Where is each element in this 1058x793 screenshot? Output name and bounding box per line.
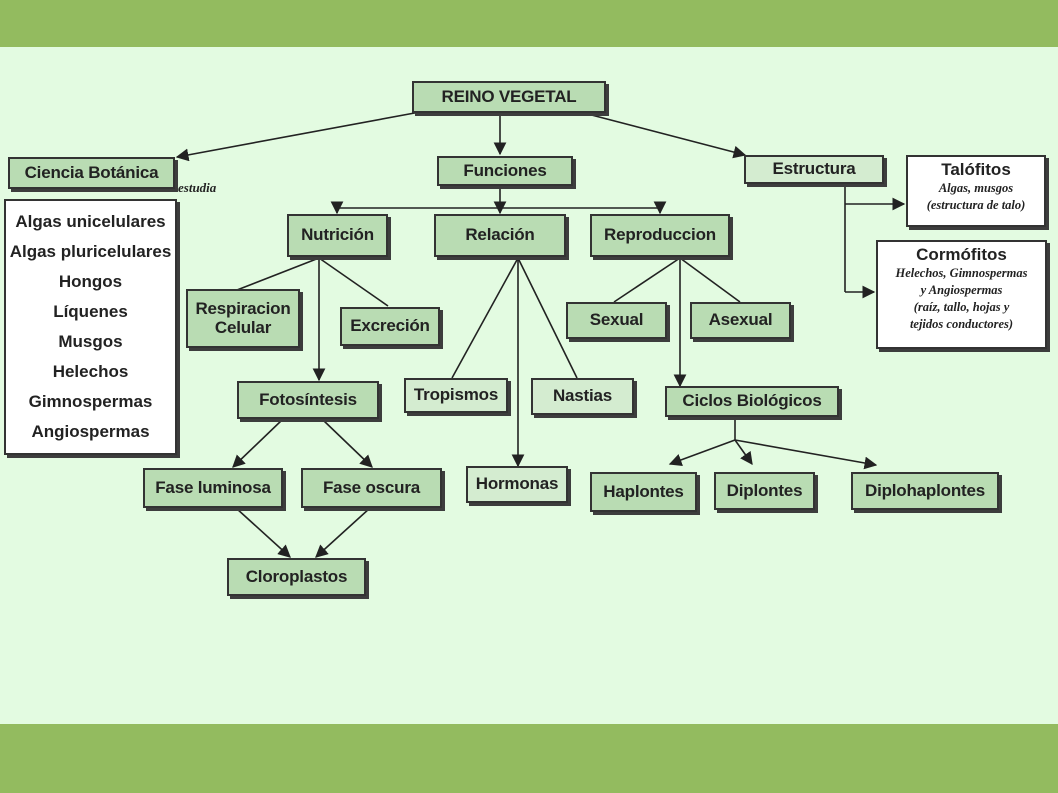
node-respiracion-celular: Respiracion Celular: [186, 289, 300, 348]
cormofitos-line: tejidos conductores): [909, 316, 1014, 331]
list-item: Algas unicelulares: [15, 211, 166, 231]
node-haplontes: Haplontes: [590, 472, 697, 512]
node-nutricion: Nutrición: [287, 214, 388, 257]
node-fase-luminosa: Fase luminosa: [143, 468, 283, 508]
list-item: Angiospermas: [31, 421, 150, 441]
node-fotosintesis: Fotosíntesis: [237, 381, 379, 419]
node-reproduccion: Reproduccion: [590, 214, 730, 257]
node-sexual: Sexual: [566, 302, 667, 339]
node-relacion: Relación: [434, 214, 566, 257]
node-funciones: Funciones: [437, 156, 573, 186]
bottom-band: [0, 724, 1058, 793]
botanica-list: Algas unicelulares Algas pluricelulares …: [4, 199, 177, 455]
node-nastias: Nastias: [531, 378, 634, 415]
node-asexual: Asexual: [690, 302, 791, 339]
list-item: Helechos: [52, 361, 129, 381]
respiracion-line-1: Respiracion: [195, 298, 291, 318]
cormofitos-box: Cormófitos Helechos, Gimnospermas y Angi…: [876, 240, 1047, 349]
label-estudia: estudia: [178, 180, 217, 195]
node-fase-oscura: Fase oscura: [301, 468, 442, 508]
talofitos-line: Algas, musgos: [938, 181, 1014, 195]
node-ciclos-biologicos: Ciclos Biológicos: [665, 386, 839, 417]
node-diplontes: Diplontes: [714, 472, 815, 510]
list-item: Gimnospermas: [28, 391, 153, 411]
cormofitos-line: y Angiospermas: [920, 282, 1003, 297]
talofitos-box: Talófitos Algas, musgos (estructura de t…: [906, 155, 1046, 227]
cormofitos-title: Cormófitos: [916, 245, 1007, 264]
cormofitos-line: Helechos, Gimnospermas: [895, 266, 1028, 280]
node-estructura: Estructura: [744, 155, 884, 184]
talofitos-line: (estructura de talo): [926, 197, 1026, 212]
cormofitos-line: (raíz, tallo, hojas y: [913, 299, 1010, 314]
respiracion-line-2: Celular: [214, 317, 272, 337]
node-reino-vegetal: REINO VEGETAL: [412, 81, 606, 113]
list-item: Hongos: [58, 271, 123, 291]
talofitos-title: Talófitos: [941, 160, 1011, 179]
list-item: Líquenes: [53, 301, 128, 321]
node-excrecion: Excreción: [340, 307, 440, 346]
node-hormonas: Hormonas: [466, 466, 568, 503]
top-band: [0, 0, 1058, 47]
node-ciencia-botanica: Ciencia Botánica: [8, 157, 175, 189]
node-tropismos: Tropismos: [404, 378, 508, 413]
list-item: Musgos: [58, 331, 123, 351]
node-diplohaplontes: Diplohaplontes: [851, 472, 999, 510]
list-item: Algas pluricelulares: [9, 241, 172, 261]
node-cloroplastos: Cloroplastos: [227, 558, 366, 596]
